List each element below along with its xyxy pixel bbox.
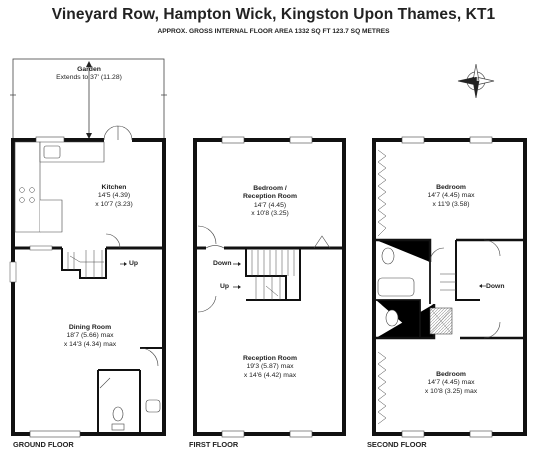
first-floor-walls	[193, 136, 346, 438]
first-stair-down-label: Down	[213, 260, 232, 267]
second-stair-down-label: Down	[486, 283, 505, 290]
ground-stair-up-label: Up	[129, 260, 139, 267]
dining-room-label: Dining Room 18'7 (5.66) max x 14'3 (4.34…	[63, 324, 117, 348]
second-bedroom-2-label: Bedroom 14'7 (4.45) max x 10'8 (3.25) ma…	[424, 371, 478, 395]
second-floor-caption: SECOND FLOOR	[367, 440, 427, 449]
first-floor-caption: FIRST FLOOR	[189, 440, 239, 449]
page-title: Vineyard Row, Hampton Wick, Kingston Upo…	[51, 6, 496, 23]
ground-floor-caption: GROUND FLOOR	[13, 440, 74, 449]
ground-floor-wc	[97, 347, 162, 432]
floor-area-subtitle: APPROX. GROSS INTERNAL FLOOR AREA 1332 S…	[157, 28, 390, 35]
first-bedroom-label: Bedroom / Reception Room 14'7 (4.45) x 1…	[242, 185, 297, 218]
compass-icon	[457, 63, 495, 99]
reception-room-label: Reception Room 19'3 (5.87) max x 14'6 (4…	[242, 355, 297, 379]
second-bedroom-1-label: Bedroom 14'7 (4.45) max x 11'9 (3.58)	[427, 184, 475, 208]
kitchen-label: Kitchen 14'5 (4.39) x 10'7 (3.23)	[95, 184, 133, 208]
ground-floor-walls	[9, 125, 166, 438]
first-floor-staircase	[197, 225, 331, 313]
garden-area	[10, 58, 167, 141]
garden-label: Garden Extends to 37' (11.28)	[56, 66, 122, 82]
first-stair-up-label: Up	[220, 283, 230, 290]
kitchen-worktops	[14, 141, 105, 233]
second-floor-walls	[372, 136, 527, 438]
ground-floor-staircase	[61, 233, 127, 279]
compass-north-label: N	[472, 76, 478, 85]
